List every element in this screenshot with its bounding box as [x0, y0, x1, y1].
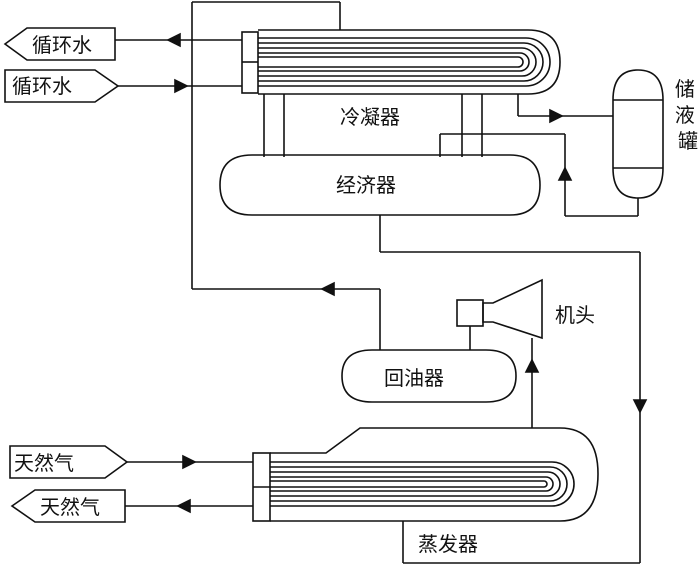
evaporator	[252, 427, 599, 522]
water-in-arrow	[174, 78, 189, 94]
oil-separator-outlet-arrow	[320, 281, 335, 297]
economizer	[219, 154, 541, 216]
compressor-motor	[456, 299, 484, 327]
gas-out-arrow	[176, 498, 191, 514]
evaporator-label: 蒸发器	[418, 532, 478, 556]
gas-out-label: 天然气	[40, 495, 100, 519]
compressor-body	[482, 278, 543, 340]
compressor-label: 机头	[555, 303, 595, 327]
receiver-shell	[612, 69, 664, 199]
gas-in-arrow	[182, 454, 197, 470]
evaporator-shell	[270, 427, 599, 522]
oil-separator-shell	[341, 349, 517, 403]
water-out-tag	[3, 27, 116, 61]
receiver-label-char-1: 储	[675, 77, 695, 101]
suction-arrow	[524, 358, 540, 373]
condenser-label: 冷凝器	[340, 105, 400, 129]
receiver	[612, 69, 664, 199]
economizer-label: 经济器	[336, 173, 396, 197]
water-in-tag	[4, 69, 120, 103]
receiver-label: 储 液 罐	[675, 77, 700, 153]
receiver-return-arrow	[557, 166, 573, 181]
water-out-arrow	[166, 32, 181, 48]
water-out-label: 循环水	[32, 33, 92, 57]
liquid-line-arrow	[632, 399, 648, 414]
condenser-to-receiver-arrow	[549, 108, 564, 124]
receiver-label-char-2: 液	[675, 103, 695, 127]
gas-in-tag	[9, 445, 129, 479]
economizer-shell	[219, 154, 541, 216]
oil-separator	[341, 349, 517, 403]
receiver-label-char-3: 罐	[678, 129, 698, 153]
gas-in-label: 天然气	[14, 451, 74, 475]
water-in-label: 循环水	[12, 74, 72, 98]
condenser	[241, 29, 561, 95]
condenser-shell	[258, 29, 561, 95]
oil-separator-label: 回油器	[384, 366, 444, 390]
